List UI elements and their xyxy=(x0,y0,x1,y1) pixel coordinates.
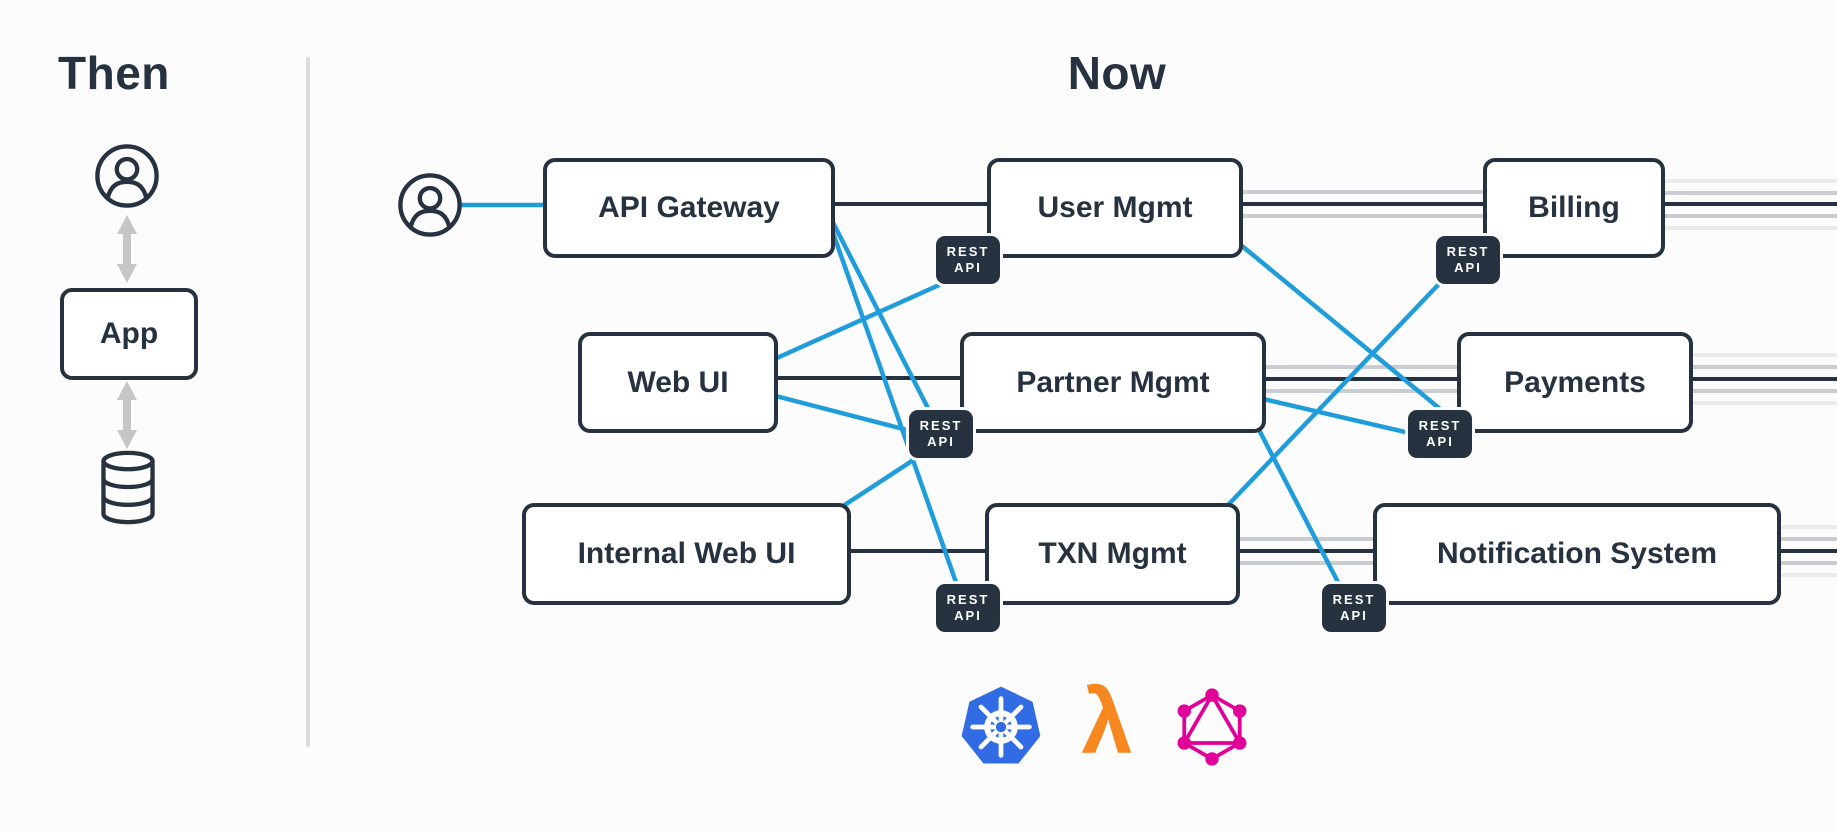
badge-line: REST xyxy=(1418,418,1462,434)
service-box-partner-mgmt: Partner Mgmt xyxy=(960,332,1266,433)
service-box-label: Internal Web UI xyxy=(577,537,796,570)
badge-line: REST xyxy=(1446,244,1490,260)
section-divider xyxy=(306,57,310,747)
rest-api-badge-billing: REST API xyxy=(1436,236,1500,284)
service-box-billing: Billing xyxy=(1483,158,1665,258)
graphql-icon xyxy=(1170,684,1254,775)
rest-api-badge-txn-mgmt: REST API xyxy=(936,584,1000,632)
service-box-web-ui: Web UI xyxy=(578,332,778,433)
service-box-label: TXN Mgmt xyxy=(1038,537,1187,570)
service-box-user-mgmt: User Mgmt xyxy=(987,158,1243,258)
service-box-label: API Gateway xyxy=(598,191,780,224)
badge-line: API xyxy=(927,434,955,449)
rest-api-badge-notification-system: REST API xyxy=(1322,584,1386,632)
service-box-label: Billing xyxy=(1528,191,1620,224)
database-icon xyxy=(99,450,157,530)
badge-line: REST xyxy=(946,592,990,608)
service-box-label: User Mgmt xyxy=(1037,191,1193,224)
service-box-payments: Payments xyxy=(1457,332,1693,433)
badge-line: API xyxy=(954,260,982,275)
app-box: App xyxy=(60,288,198,380)
rest-api-badge-payments: REST API xyxy=(1408,410,1472,458)
service-box-api-gateway: API Gateway xyxy=(543,158,835,258)
then-title: Then xyxy=(58,47,170,99)
service-box-label: Partner Mgmt xyxy=(1016,365,1210,399)
light-gray-fan-lines xyxy=(1657,179,1837,577)
service-box-label: Web UI xyxy=(627,365,729,399)
then-double-arrows xyxy=(117,215,137,449)
service-box-label: Payments xyxy=(1504,365,1646,399)
badge-line: API xyxy=(1426,434,1454,449)
rest-api-badge-partner-mgmt: REST API xyxy=(909,410,973,458)
service-box-internal-web-ui: Internal Web UI xyxy=(522,503,851,605)
rest-api-badge-user-mgmt: REST API xyxy=(936,236,1000,284)
blue-call-lines xyxy=(459,202,1448,591)
aws-lambda-icon: λ xyxy=(1081,671,1133,773)
badge-line: REST xyxy=(919,418,963,434)
user-icon xyxy=(397,172,463,243)
now-title: Now xyxy=(1067,47,1167,99)
badge-line: API xyxy=(954,608,982,623)
service-box-txn-mgmt: TXN Mgmt xyxy=(985,503,1240,605)
badge-line: API xyxy=(1454,260,1482,275)
badge-line: REST xyxy=(946,244,990,260)
user-icon xyxy=(94,143,160,214)
service-box-label: Notification System xyxy=(1436,537,1718,570)
service-box-notification-system: Notification System xyxy=(1373,503,1781,605)
app-box-label: App xyxy=(99,317,159,350)
gray-bundle-lines xyxy=(1232,190,1837,565)
badge-line: REST xyxy=(1332,592,1376,608)
dark-connector-lines xyxy=(770,202,1837,553)
badge-line: API xyxy=(1340,608,1368,623)
kubernetes-icon xyxy=(958,684,1044,775)
